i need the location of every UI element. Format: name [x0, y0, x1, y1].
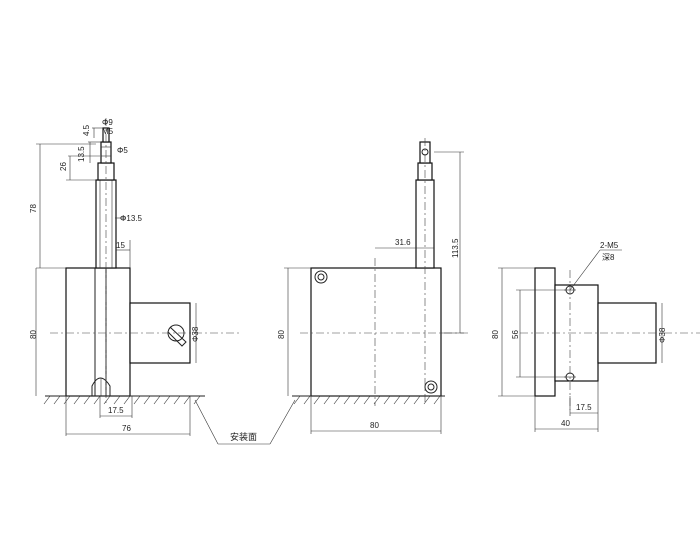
dim-56: 56: [511, 330, 520, 339]
dim-phi38-front: Φ38: [191, 326, 200, 342]
front-view: Φ9 M5 4.5 13.5 Φ5 26 78 Φ13.5 15 80 Φ38 …: [29, 118, 240, 436]
mount-hole-icon: [424, 380, 438, 394]
dim-17-5-right: 17.5: [576, 403, 592, 412]
mounting-surface-label: 安装面: [230, 431, 257, 442]
dim-113-5: 113.5: [451, 238, 460, 258]
dim-80-side: 80: [277, 330, 286, 339]
dim-phi9: Φ9: [102, 118, 113, 127]
right-view: 2-M5 深8 80 56 Φ38 17.5 40: [491, 241, 700, 432]
dim-31-6: 31.6: [395, 238, 411, 247]
dim-15: 15: [116, 241, 125, 250]
dim-80-side-bottom: 80: [370, 421, 379, 430]
dim-m5: M5: [102, 127, 114, 136]
mount-hole-icon: [314, 270, 328, 284]
front-mount-slot: [91, 377, 111, 396]
dim-phi5: Φ5: [117, 146, 128, 155]
front-housing: [65, 267, 131, 397]
dim-phi13-5: Φ13.5: [120, 214, 143, 223]
dim-17-5-front: 17.5: [108, 406, 124, 415]
side-view: 31.6 113.5 80 80: [277, 138, 470, 434]
dim-4-5: 4.5: [82, 124, 91, 136]
dim-78: 78: [29, 204, 38, 213]
dim-26: 26: [59, 162, 68, 171]
dim-depth-8: 深8: [602, 253, 615, 262]
side-housing: [310, 267, 442, 397]
dim-80-front: 80: [29, 330, 38, 339]
dim-40: 40: [561, 419, 570, 428]
dim-13-5-top: 13.5: [77, 146, 86, 162]
dim-76: 76: [122, 424, 131, 433]
dim-80-right: 80: [491, 330, 500, 339]
dim-2-m5: 2-M5: [600, 241, 619, 250]
mounting-surface-callout: 安装面: [194, 399, 296, 445]
dim-phi38-right: Φ38: [658, 327, 667, 343]
